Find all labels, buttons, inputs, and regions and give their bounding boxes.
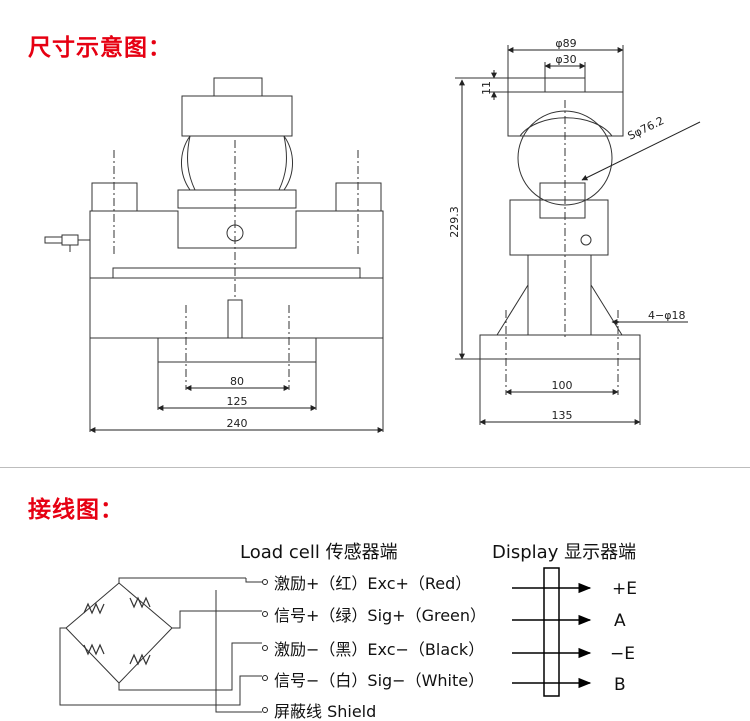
front-seat — [177, 189, 297, 209]
terminal-label: +E — [612, 579, 637, 599]
side-base — [479, 334, 641, 360]
front-gauge-pocket — [227, 299, 243, 339]
side-dimensions — [459, 47, 701, 425]
section-divider — [0, 467, 750, 468]
resistor-1 — [83, 602, 105, 615]
dim-sphere: Sφ76.2 — [626, 114, 667, 143]
display-header: Display 显示器端 — [492, 542, 636, 563]
dim-100: 100 — [552, 379, 573, 392]
connector-arrows — [512, 582, 592, 689]
dim-phi30: φ30 — [555, 53, 576, 66]
resistor-3 — [83, 643, 105, 656]
front-sphere — [181, 135, 293, 191]
side-seat — [509, 199, 609, 256]
resistor-4 — [129, 653, 151, 666]
front-view — [44, 77, 384, 432]
wire-label: 信号+（绿）Sig+（Green） — [274, 606, 486, 625]
resistor-2 — [129, 596, 151, 609]
dim-240: 240 — [227, 417, 248, 430]
dim-80: 80 — [230, 375, 244, 388]
side-cap-recess — [519, 117, 613, 137]
lead-sig-minus — [59, 627, 262, 706]
bridge-diamond — [65, 582, 173, 684]
wire-label: 激励+（红）Exc+（Red） — [274, 574, 471, 593]
terminal-dots — [262, 579, 268, 713]
lead-exc-plus — [118, 577, 246, 583]
lead-exc-plus-end — [245, 578, 262, 583]
front-dimensions — [89, 385, 384, 433]
lead-exc-minus — [118, 642, 262, 691]
dim-125: 125 — [227, 395, 248, 408]
front-body — [89, 210, 384, 339]
front-top-cap — [181, 95, 293, 137]
dimension-heading: 尺寸示意图： — [28, 35, 172, 61]
wire-label: 信号−（白）Sig−（White） — [274, 671, 484, 690]
wiring-heading: 接线图： — [28, 497, 124, 523]
front-base — [157, 337, 317, 363]
lead-sig-plus — [172, 610, 262, 629]
bridge-circuit — [59, 577, 262, 713]
front-slot — [112, 267, 361, 279]
dim-135: 135 — [552, 409, 573, 422]
dim-holes: 4−φ18 — [648, 309, 685, 322]
side-sphere — [517, 110, 613, 206]
lead-shield — [215, 590, 262, 713]
side-connector — [580, 234, 592, 246]
terminal-label: A — [614, 611, 626, 631]
side-view — [455, 45, 641, 425]
terminal-label: −E — [610, 644, 635, 664]
terminal-label: B — [614, 675, 626, 695]
connector-block — [543, 567, 560, 697]
wire-label: 激励−（黑）Exc−（Black） — [274, 640, 484, 659]
dim-229: 229.3 — [448, 206, 461, 238]
side-column — [527, 254, 592, 336]
shield-label: 屏蔽线 Shield — [274, 702, 376, 721]
side-ribs — [496, 284, 623, 336]
side-neck — [539, 182, 586, 219]
load-cell-header: Load cell 传感器端 — [240, 542, 398, 563]
side-top-boss — [544, 77, 586, 93]
front-top-boss — [213, 77, 263, 97]
dim-phi89: φ89 — [555, 37, 576, 50]
dim-11: 11 — [480, 81, 493, 95]
